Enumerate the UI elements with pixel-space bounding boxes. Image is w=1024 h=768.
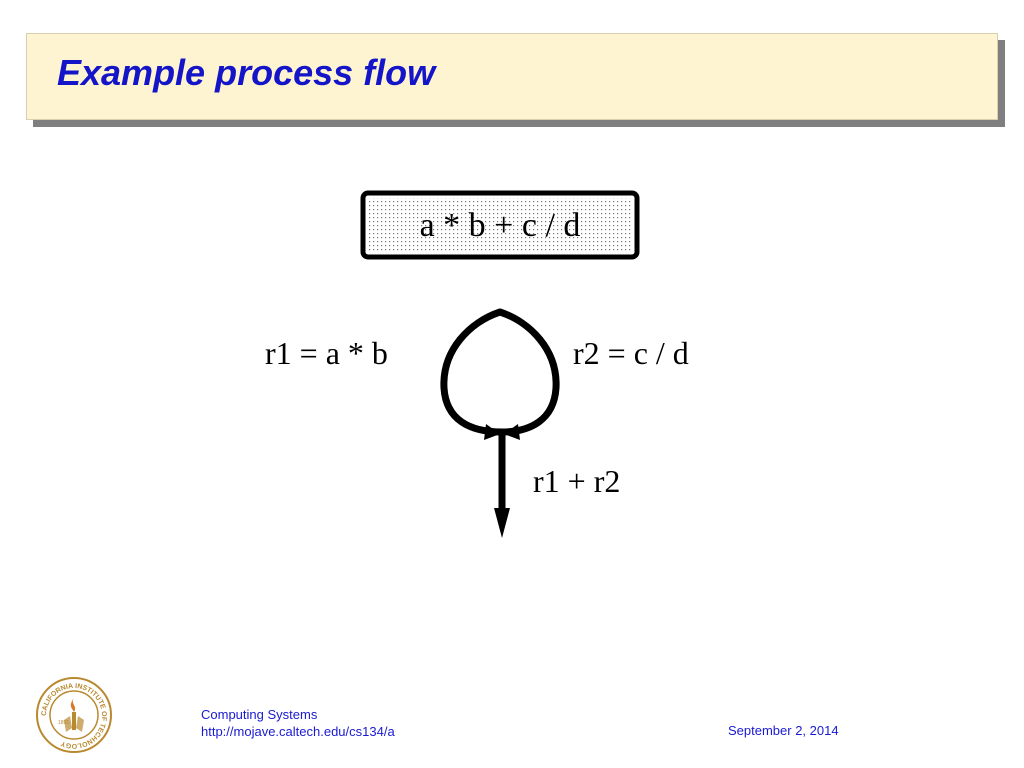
left-branch-label: r1 = a * b xyxy=(265,335,388,371)
footer-url[interactable]: http://mojave.caltech.edu/cs134/a xyxy=(201,724,395,739)
fork-loop xyxy=(440,308,560,436)
seal-year: 1891 xyxy=(58,720,69,726)
loop-arrowhead-right xyxy=(504,424,520,440)
footer-left: Computing Systems http://mojave.caltech.… xyxy=(201,706,395,740)
slide-title: Example process flow xyxy=(57,52,436,93)
expression-text: a * b + c / d xyxy=(420,207,581,244)
join-arrowhead xyxy=(494,508,510,538)
footer-course: Computing Systems xyxy=(201,707,318,722)
title-banner: Example process flow xyxy=(26,33,998,120)
join-label: r1 + r2 xyxy=(533,463,620,499)
right-branch-label: r2 = c / d xyxy=(573,335,689,371)
footer-date: September 2, 2014 xyxy=(728,723,839,738)
expression-box: a * b + c / d xyxy=(360,190,640,260)
loop-arrowhead-left xyxy=(484,424,500,440)
caltech-seal-icon: CALIFORNIA INSTITUTE OF TECHNOLOGY 1891 xyxy=(36,677,112,753)
